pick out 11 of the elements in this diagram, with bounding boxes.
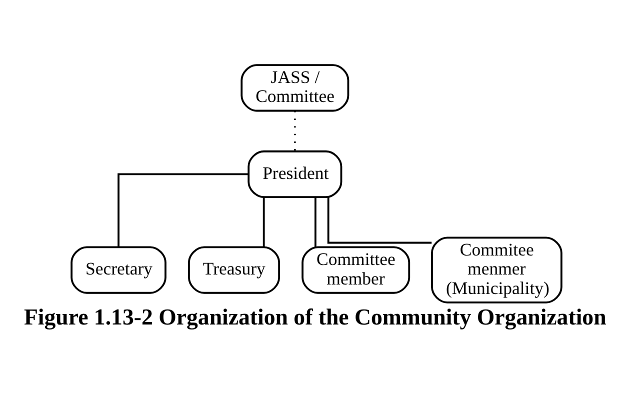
connector: [314, 197, 316, 248]
node-box: Treasury: [188, 246, 280, 294]
node-box: Commitee menmer (Municipality): [431, 236, 562, 304]
caption: Figure 1.13-2 Organization of the Community Organization: [24, 304, 606, 330]
connector: [262, 197, 265, 248]
node-box: JASS / Committee: [240, 64, 350, 112]
node-box: President: [248, 150, 342, 198]
connector: [327, 197, 432, 244]
connector: [118, 173, 249, 247]
node-box: Secretary: [70, 246, 166, 294]
node-box: Committee member: [302, 246, 410, 294]
